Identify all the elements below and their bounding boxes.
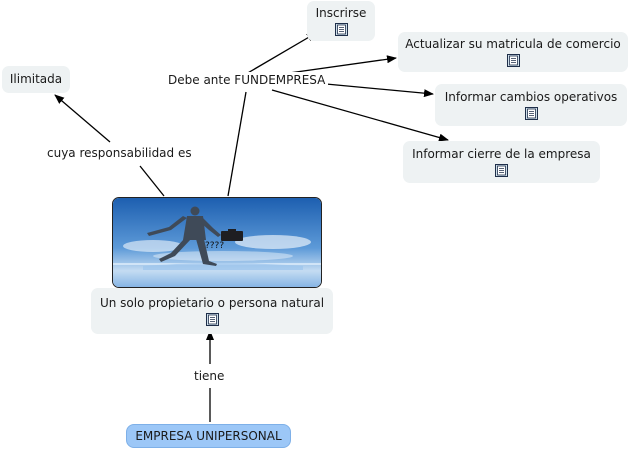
link-phrase-tiene: tiene (191, 368, 228, 385)
concept-ilimitada[interactable]: Ilimitada (2, 66, 70, 93)
document-icon[interactable] (524, 107, 538, 120)
concept-inscrirse[interactable]: Inscrirse (307, 1, 375, 41)
document-icon[interactable] (506, 54, 520, 67)
concept-label: Informar cambios operativos (444, 90, 618, 104)
document-icon[interactable] (334, 23, 348, 36)
line-image-to-debe (227, 91, 247, 197)
businessman-image[interactable]: ???? (112, 197, 322, 288)
concept-informar-cierre[interactable]: Informar cierre de la empresa (403, 141, 600, 183)
caption-text: ???? (205, 241, 224, 251)
line-debe-to-inscrirse (245, 32, 317, 75)
concept-label: Actualizar su matricula de comercio (405, 37, 621, 51)
concept-label: Inscrirse (315, 6, 367, 20)
link-phrase-cuya: cuya responsabilidad es (44, 145, 195, 162)
link-phrase-debe: Debe ante FUNDEMPRESA (165, 72, 329, 89)
line-debe-to-actualizar (281, 55, 397, 75)
concept-propietario[interactable]: Un solo propietario o persona natural (91, 288, 333, 334)
concept-label: Un solo propietario o persona natural (99, 296, 325, 310)
concept-label: Informar cierre de la empresa (412, 147, 591, 161)
line-image-to-cuya (139, 165, 165, 197)
concept-informar-cambios[interactable]: Informar cambios operativos (435, 84, 627, 126)
document-icon[interactable] (205, 313, 219, 326)
document-icon[interactable] (495, 164, 508, 177)
concept-label: EMPRESA UNIPERSONAL (135, 428, 282, 443)
question-marks: ???? (205, 241, 224, 251)
businessman-illustration: ???? (113, 198, 321, 287)
line-debe-to-informar-cambios (325, 83, 434, 98)
line-debe-to-informar-cierre (271, 89, 449, 142)
concept-empresa-unipersonal[interactable]: EMPRESA UNIPERSONAL (126, 424, 291, 448)
concept-actualizar[interactable]: Actualizar su matricula de comercio (398, 32, 628, 72)
concept-label: Ilimitada (9, 72, 63, 86)
line-cuya-to-ilimitada (54, 94, 111, 143)
